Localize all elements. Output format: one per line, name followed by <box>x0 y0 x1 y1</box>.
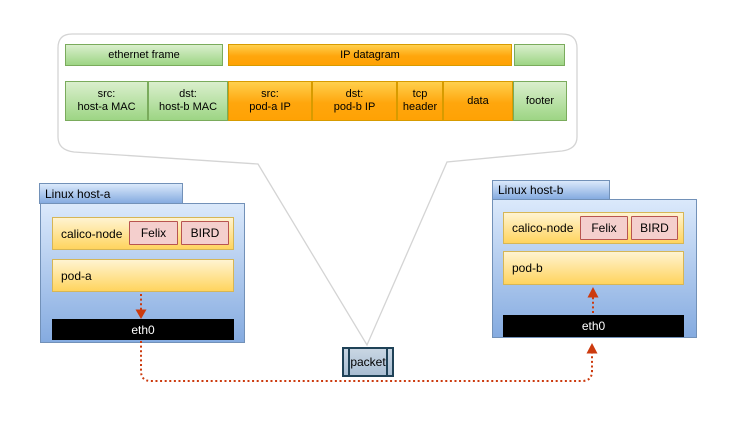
calico-node-label: calico-node <box>61 226 123 241</box>
frame-cell-label: IP datagram <box>340 48 400 61</box>
frame-cell-data: data <box>443 81 513 121</box>
host-a-title-tab: Linux host-a <box>39 183 183 204</box>
host-a-title: Linux host-a <box>45 186 111 201</box>
frame-cell-label: ethernet frame <box>108 48 180 61</box>
frame-cell-label: dst: pod-b IP <box>333 88 376 113</box>
felix-label: Felix <box>591 221 617 235</box>
host-b-title-tab: Linux host-b <box>492 180 610 200</box>
frame-cell-ethernet-frame: ethernet frame <box>65 44 223 66</box>
frame-cell-src-mac: src: host-a MAC <box>65 81 148 121</box>
pod-a-label: pod-a <box>61 268 92 283</box>
frame-cell-footer: footer <box>513 81 567 121</box>
frame-cell-label: footer <box>525 94 555 107</box>
host-b-pod-box: pod-b <box>503 251 684 285</box>
host-b-felix-box: Felix <box>580 216 628 240</box>
calico-node-label: calico-node <box>512 221 574 235</box>
eth0-label: eth0 <box>131 322 155 337</box>
host-a-bird-box: BIRD <box>181 221 229 245</box>
frame-cell-src-ip: src: pod-a IP <box>228 81 312 121</box>
packet-label: packet <box>350 355 386 369</box>
frame-cell-label: src: pod-a IP <box>249 88 291 113</box>
frame-cell-label: data <box>467 94 489 107</box>
pod-b-label: pod-b <box>512 261 543 275</box>
host-a-pod-box: pod-a <box>52 259 234 292</box>
host-a-eth0-box: eth0 <box>52 319 234 340</box>
host-a-felix-box: Felix <box>129 221 178 245</box>
frame-cell-dst-ip: dst: pod-b IP <box>312 81 397 121</box>
host-b-title: Linux host-b <box>498 183 564 197</box>
frame-cell-spacer <box>514 44 565 66</box>
packet-right-bar <box>386 349 388 375</box>
packet-left-bar <box>348 349 350 375</box>
host-b-bird-box: BIRD <box>631 216 678 240</box>
host-b-eth0-box: eth0 <box>503 315 684 337</box>
frame-cell-ip-datagram: IP datagram <box>228 44 512 66</box>
frame-cell-label: tcp header <box>402 88 438 113</box>
packet-box: packet <box>342 347 394 377</box>
frame-cell-tcp-header: tcp header <box>397 81 443 121</box>
frame-cell-dst-mac: dst: host-b MAC <box>148 81 228 121</box>
felix-label: Felix <box>140 226 167 240</box>
frame-cell-label: dst: host-b MAC <box>158 88 218 113</box>
bird-label: BIRD <box>640 221 669 235</box>
frame-cell-label: src: host-a MAC <box>77 88 136 113</box>
eth0-label: eth0 <box>581 319 606 333</box>
bird-label: BIRD <box>190 226 220 240</box>
